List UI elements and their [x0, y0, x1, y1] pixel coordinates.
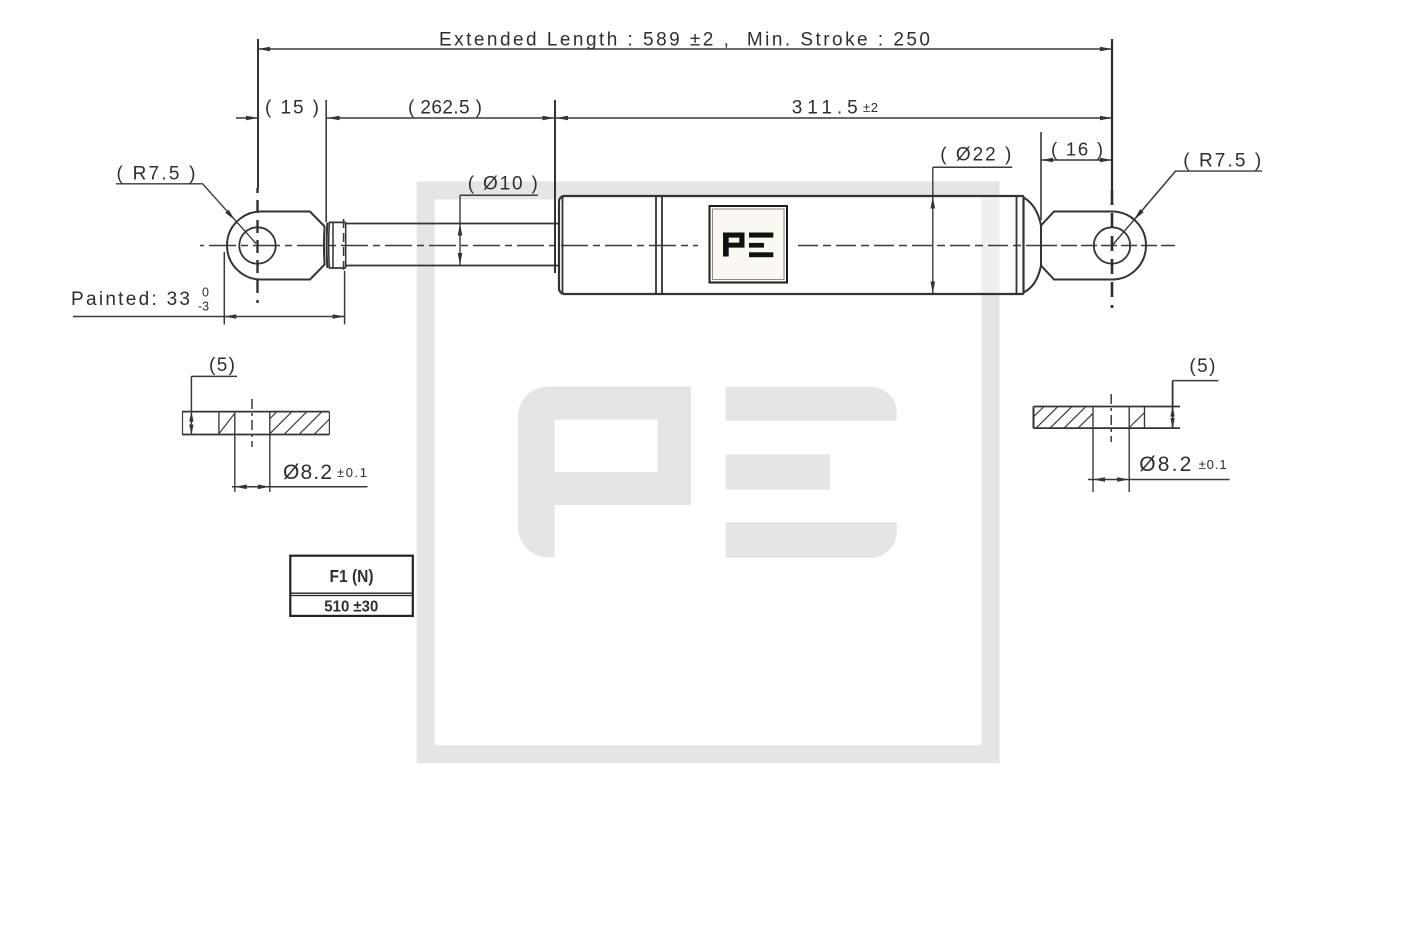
svg-text:0: 0 [202, 286, 209, 300]
svg-text:311.5: 311.5 [792, 98, 858, 119]
svg-text:( Ø10 ): ( Ø10 ) [468, 174, 538, 195]
svg-text:Ø8.2: Ø8.2 [283, 461, 332, 484]
svg-text:(5): (5) [1189, 356, 1215, 377]
svg-text:( 262.5 ): ( 262.5 ) [408, 98, 482, 119]
svg-text:-3: -3 [198, 300, 209, 314]
svg-text:F1 (N): F1 (N) [330, 566, 374, 586]
svg-text:( R7.5 ): ( R7.5 ) [1183, 151, 1261, 172]
svg-text:Ø8.2: Ø8.2 [1139, 453, 1191, 476]
svg-text:( R7.5 ): ( R7.5 ) [117, 164, 196, 185]
svg-text:±0.1: ±0.1 [1199, 457, 1227, 472]
svg-text:( Ø22 ): ( Ø22 ) [940, 145, 1011, 166]
svg-text:( 16 ): ( 16 ) [1051, 139, 1103, 160]
svg-text:510 ±30: 510 ±30 [324, 599, 378, 616]
svg-text:±0.1: ±0.1 [337, 465, 367, 480]
svg-text:Painted: 33: Painted: 33 [71, 289, 190, 310]
svg-text:(5): (5) [209, 355, 235, 376]
svg-text:±2: ±2 [863, 100, 878, 115]
svg-text:( 15 ): ( 15 ) [265, 98, 319, 119]
svg-text:Extended Length : 589 ±2 , Mi: Extended Length : 589 ±2 , Min. Stroke :… [439, 30, 930, 51]
